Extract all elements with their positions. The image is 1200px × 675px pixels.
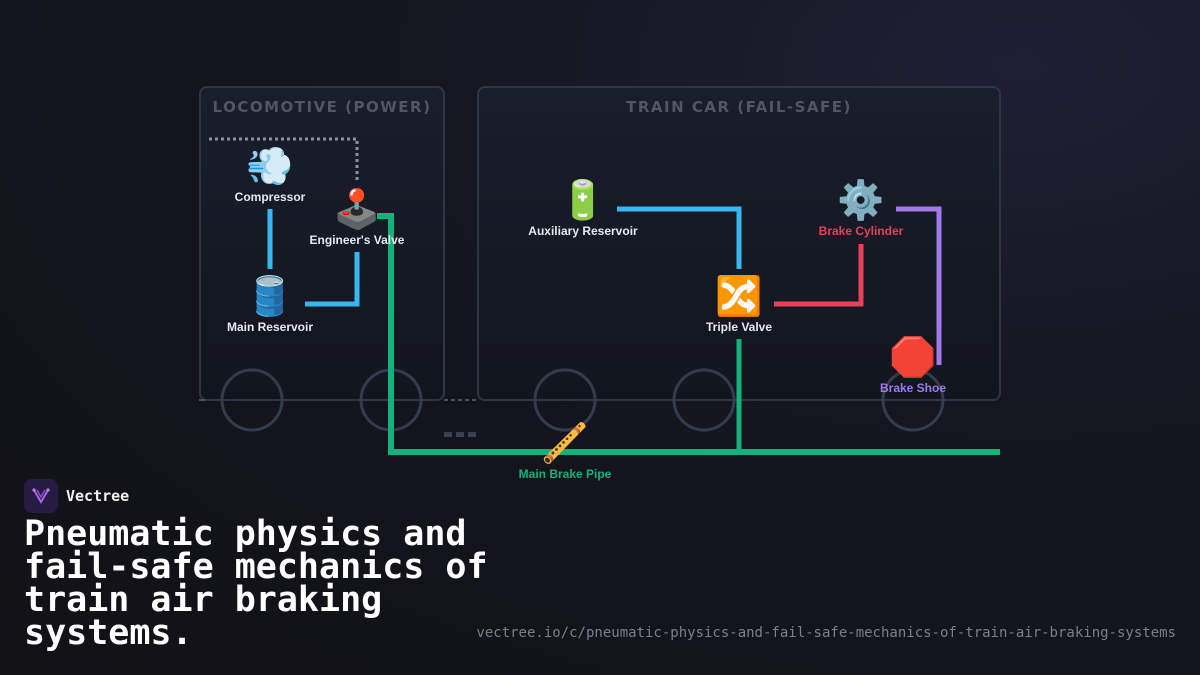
source-url: vectree.io/c/pneumatic-physics-and-fail-…: [476, 625, 1176, 641]
flute-icon: 🪈: [541, 421, 589, 465]
wind-icon: 💨: [246, 144, 294, 188]
reservoir-to-valve-pipe: [305, 252, 360, 307]
triple-valve-node: 🔀 Triple Valve: [706, 274, 772, 334]
compressor-node: 💨 Compressor: [235, 144, 306, 204]
vectree-logo-icon: [24, 479, 58, 513]
main-reservoir-node: 🛢️ Main Reservoir: [227, 274, 313, 334]
stop-sign-icon: 🛑: [889, 335, 937, 379]
wheel: [881, 368, 945, 432]
wheel: [672, 368, 736, 432]
page-title: Pneumatic physics and fail-safe mechanic…: [24, 514, 488, 653]
engineers-valve-label: Engineer's Valve: [309, 233, 405, 247]
main-reservoir-label: Main Reservoir: [226, 320, 314, 334]
coupler-block: [444, 432, 452, 437]
brake-cylinder-node: ⚙️ Brake Cylinder: [819, 178, 904, 238]
wheel: [533, 368, 597, 432]
main-brake-pipe-line: [377, 213, 1000, 455]
auxiliary-reservoir-label: Auxiliary Reservoir: [528, 224, 638, 238]
coupler-block: [456, 432, 464, 437]
shuffle-icon: 🔀: [715, 274, 763, 318]
brake-cylinder-label: Brake Cylinder: [818, 224, 904, 238]
main-brake-pipe-label: Main Brake Pipe: [518, 467, 612, 481]
triple-valve-label: Triple Valve: [705, 320, 773, 334]
coupler-block: [468, 432, 476, 437]
triple-valve-to-cylinder-pipe: [774, 244, 864, 307]
engineers-valve-node: 🕹️ Engineer's Valve: [310, 187, 405, 247]
gear-icon: ⚙️: [837, 178, 885, 222]
main-brake-pipe-node: 🪈 Main Brake Pipe: [519, 421, 612, 481]
brake-shoe-node: 🛑 Brake Shoe: [880, 335, 946, 395]
brand-name: Vectree: [66, 487, 130, 505]
cylinder-to-shoe-link: [896, 206, 942, 365]
aux-reservoir-to-triple-valve-pipe: [617, 206, 742, 269]
auxiliary-reservoir-node: 🔋 Auxiliary Reservoir: [528, 178, 637, 238]
oil-drum-icon: 🛢️: [246, 274, 294, 318]
battery-icon: 🔋: [559, 178, 607, 222]
brand: Vectree: [24, 479, 129, 513]
locomotive-title: LOCOMOTIVE (POWER): [212, 98, 432, 116]
train-car-title: TRAIN CAR (FAIL-SAFE): [626, 98, 852, 116]
compressor-label: Compressor: [234, 190, 306, 204]
joystick-icon: 🕹️: [333, 187, 381, 231]
wheel: [220, 368, 284, 432]
brake-shoe-label: Brake Shoe: [879, 381, 947, 395]
intake-line: [209, 137, 359, 182]
